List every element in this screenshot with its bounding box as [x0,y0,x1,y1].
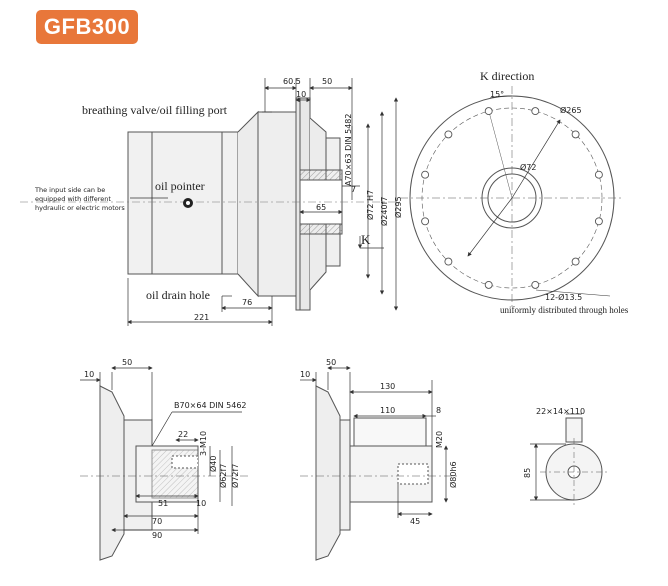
bm-dim-110: 110 [380,406,395,415]
bl-dim-62: Ø62f7 [218,464,228,488]
bl-spline: B70×64 DIN 5462 [174,401,247,410]
bm-m20: M20 [435,431,444,448]
bolt-holes [421,107,603,289]
bolt-hole [594,217,603,226]
bolt-hole [484,107,493,116]
dim-240f7: Ø240f7 [379,197,389,226]
bm-dim-80: Ø80h6 [448,461,458,488]
bl-dim-10b: 10 [196,499,206,508]
bolt-hole [531,107,540,116]
k-dim-holes: 12-Ø13.5 [545,292,582,302]
bolt-hole [444,257,453,266]
k-dim-15: 15° [490,90,504,99]
dim-60-5: 60.5 [283,77,301,86]
input-note-line3: hydraulic or electric motors [35,204,125,212]
breathing-valve-label: breathing valve/oil filling port [82,103,228,117]
dim-295: Ø295 [393,196,403,218]
dim-spline: A70×63 DIN 5482 [344,114,353,186]
k-view-marker: K [361,232,371,247]
bm-dim-8: 8 [436,406,441,415]
bl-dim-70: 70 [152,517,162,526]
k-dim-265: Ø265 [560,105,582,115]
main-dimension-lines [127,78,399,326]
bl-dim-50: 50 [122,358,132,367]
bolt-hole [421,217,430,226]
dim-7: 7 [351,185,356,194]
k-direction-title: K direction [480,69,534,83]
bl-m10: 3-M10 [199,431,208,456]
k-direction-view [400,86,624,310]
dim-50: 50 [322,77,332,86]
oil-pointer-label: oil pointer [155,179,205,193]
bolt-hole [531,280,540,289]
bl-dim-40: Ø40 [208,456,218,472]
input-note-line1: The input side can be [34,186,105,194]
br-key-dim: 22×14×110 [536,407,585,416]
k-dim-72: Ø72 [520,162,536,172]
bolt-hole [484,280,493,289]
bottom-right-view [540,417,610,506]
bottom-middle-view [300,385,460,561]
dim-221: 221 [194,313,209,322]
bolt-hole [444,130,453,139]
model-title: GFB300 [43,14,131,39]
dim-10: 10 [296,90,306,99]
main-side-view [20,97,400,311]
input-note-line2: equipped with different [35,195,111,203]
bolt-hole [421,170,430,179]
bm-dim-50: 50 [326,358,336,367]
bl-dim-72: Ø72f7 [230,464,240,488]
holes-note: uniformly distributed through holes [500,305,629,315]
dim-72h7: Ø72 H7 [365,190,375,220]
bolt-hole [594,170,603,179]
bolt-hole [571,257,580,266]
bl-dim-10: 10 [84,370,94,379]
bl-dim-22: 22 [178,430,188,439]
bolt-hole [571,130,580,139]
model-badge: GFB300 [36,10,138,44]
bl-dim-51: 51 [158,499,168,508]
oil-drain-label: oil drain hole [146,288,210,302]
bottom-left-view [80,385,250,561]
dim-76: 76 [242,298,252,307]
bl-dim-90: 90 [152,531,162,540]
br-dim-85: 85 [523,468,532,478]
dim-65: 65 [316,203,326,212]
bm-dim-45: 45 [410,517,420,526]
bm-dim-10: 10 [300,370,310,379]
bm-dim-130: 130 [380,382,395,391]
